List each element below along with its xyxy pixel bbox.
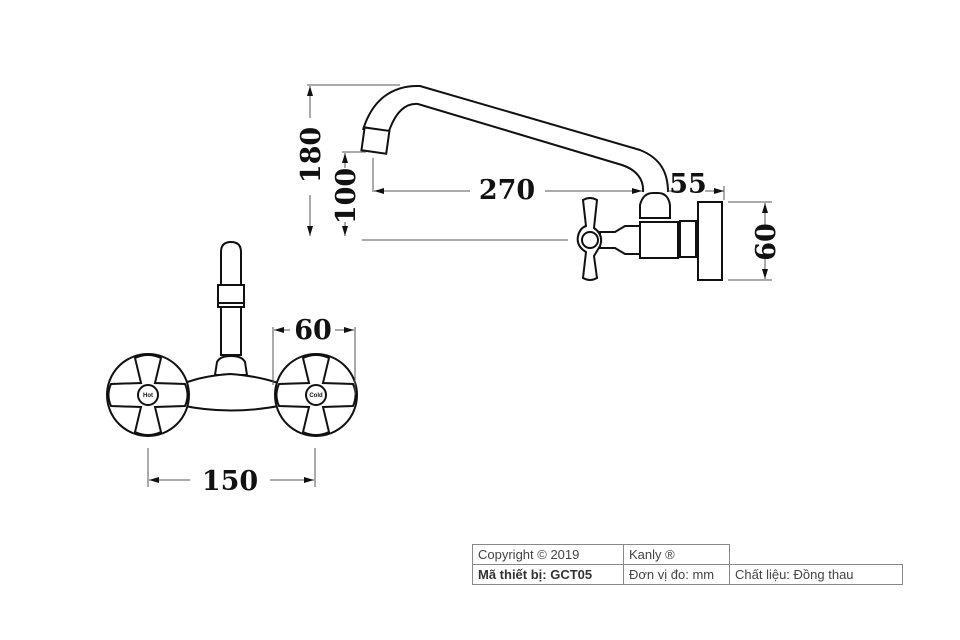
cold-handle: Cold [274,353,358,437]
dim-270: 270 [479,175,535,206]
spout-outer [362,84,669,193]
front-view: Hot Cold 60 150 [106,240,358,497]
dim-55: 55 [669,169,707,200]
dim-60-flange: 60 [751,223,782,261]
aerator-nozzle [360,126,391,155]
brand-cell: Kanly ® [623,544,730,565]
swivel-collar [639,192,671,219]
hot-label: Hot [143,393,153,399]
front-body [179,372,285,412]
wall-flange [697,201,723,281]
valve-body [639,221,679,259]
dim-150: 150 [202,466,258,497]
cold-label: Cold [309,393,323,399]
material-cell: Chất liệu: Đồng thau [729,564,903,585]
model-cell: Mã thiết bị: GCT05 [472,564,624,585]
front-collar [217,284,245,308]
stem [599,225,641,255]
dim-100: 100 [331,168,362,224]
front-base [213,354,249,376]
side-view: 180 100 270 55 60 [296,84,782,281]
cross-handle-side [576,197,603,281]
copyright-cell: Copyright © 2019 [472,544,624,565]
spout-inner [387,102,645,193]
unit-cell: Đơn vị đo: mm [623,564,730,585]
nut [679,220,697,258]
dim-180: 180 [296,127,327,183]
hot-handle: Hot [106,353,190,437]
dim-60-handle: 60 [294,315,332,346]
info-table: Copyright © 2019 Kanly ® Mã thiết bị: GC… [472,544,903,585]
